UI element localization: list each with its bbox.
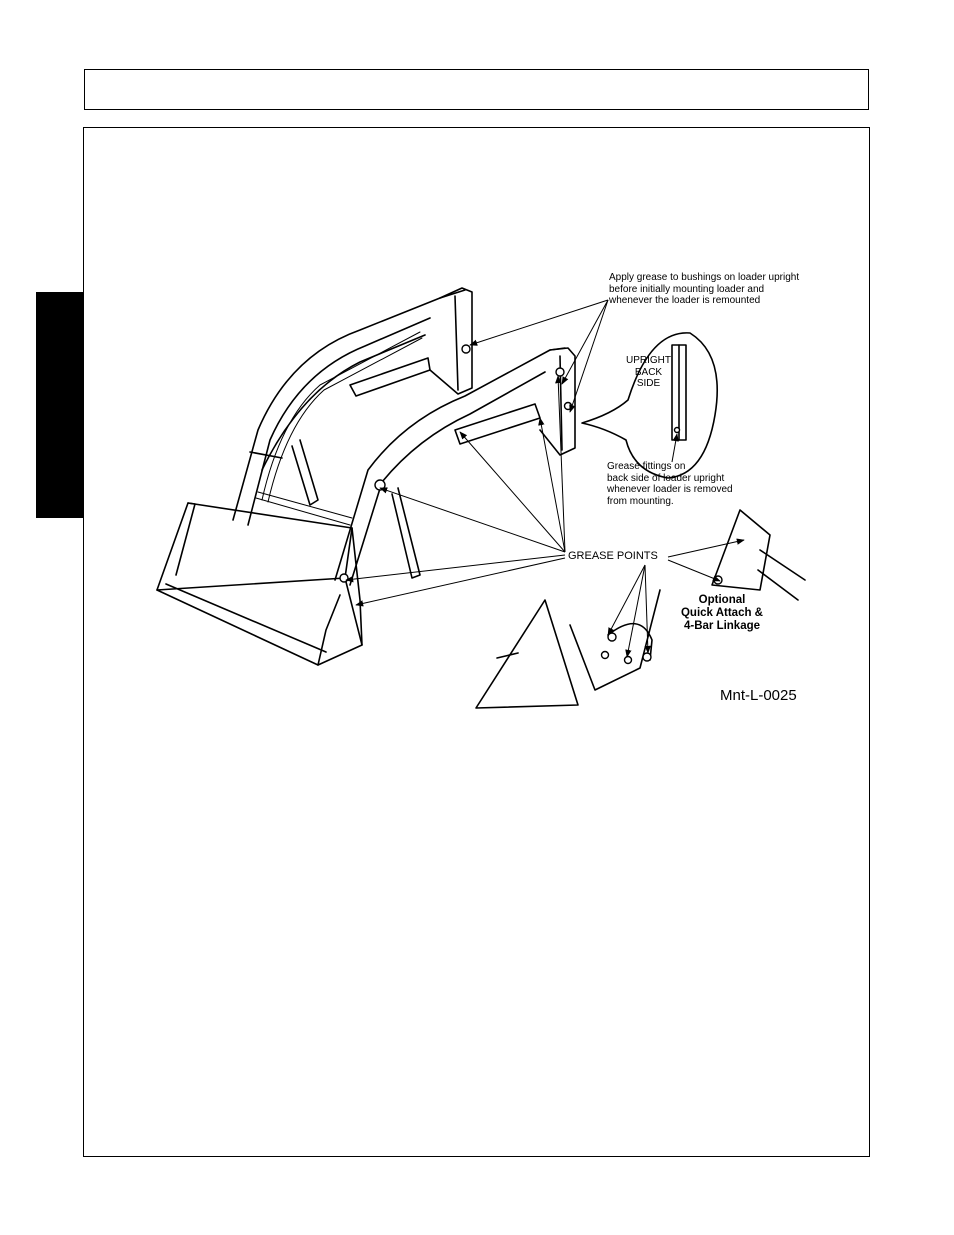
- content-frame: [83, 127, 870, 1157]
- fittings-note-line: Grease fittings on: [607, 461, 686, 472]
- optional-linkage-label: Optional Quick Attach & 4-Bar Linkage: [672, 594, 772, 633]
- optional-line: Quick Attach &: [680, 607, 763, 619]
- grease-points-label: GREASE POINTS: [568, 550, 658, 562]
- hydraulic-hoses: [255, 331, 423, 526]
- fittings-note-line: from mounting.: [607, 495, 674, 507]
- detail-label-line: SIDE: [636, 378, 661, 389]
- page-header-box: [84, 69, 869, 110]
- upright-back-side-detail: [581, 332, 718, 479]
- fittings-note-line: back side of loader upright: [607, 472, 725, 484]
- bushings-note-line: before initially mounting loader and: [609, 283, 765, 295]
- grease-fittings: [339, 344, 723, 665]
- bushings-note-line: Apply grease to bushings on loader uprig…: [609, 272, 800, 283]
- fittings-note: Grease fittings on back side of loader u…: [607, 461, 733, 507]
- detail-label-line: BACK: [634, 366, 663, 378]
- quick-attach-linkage: [475, 509, 806, 709]
- figure-code: Mnt-L-0025: [720, 687, 797, 704]
- optional-line: 4-Bar Linkage: [683, 620, 761, 632]
- leader-lines: [345, 299, 745, 658]
- bushings-note-line: whenever the loader is remounted: [609, 295, 761, 306]
- rear-loader-arm: [232, 287, 473, 526]
- bushings-note: Apply grease to bushings on loader uprig…: [609, 272, 799, 307]
- fittings-note-line: whenever loader is removed: [607, 484, 733, 495]
- detail-label-line: UPRIGHT: [626, 355, 671, 366]
- loader-bucket: [156, 502, 363, 666]
- upright-back-side-label: UPRIGHT BACK SIDE: [621, 355, 676, 390]
- optional-line: Optional: [698, 594, 746, 606]
- section-tab: [36, 292, 84, 518]
